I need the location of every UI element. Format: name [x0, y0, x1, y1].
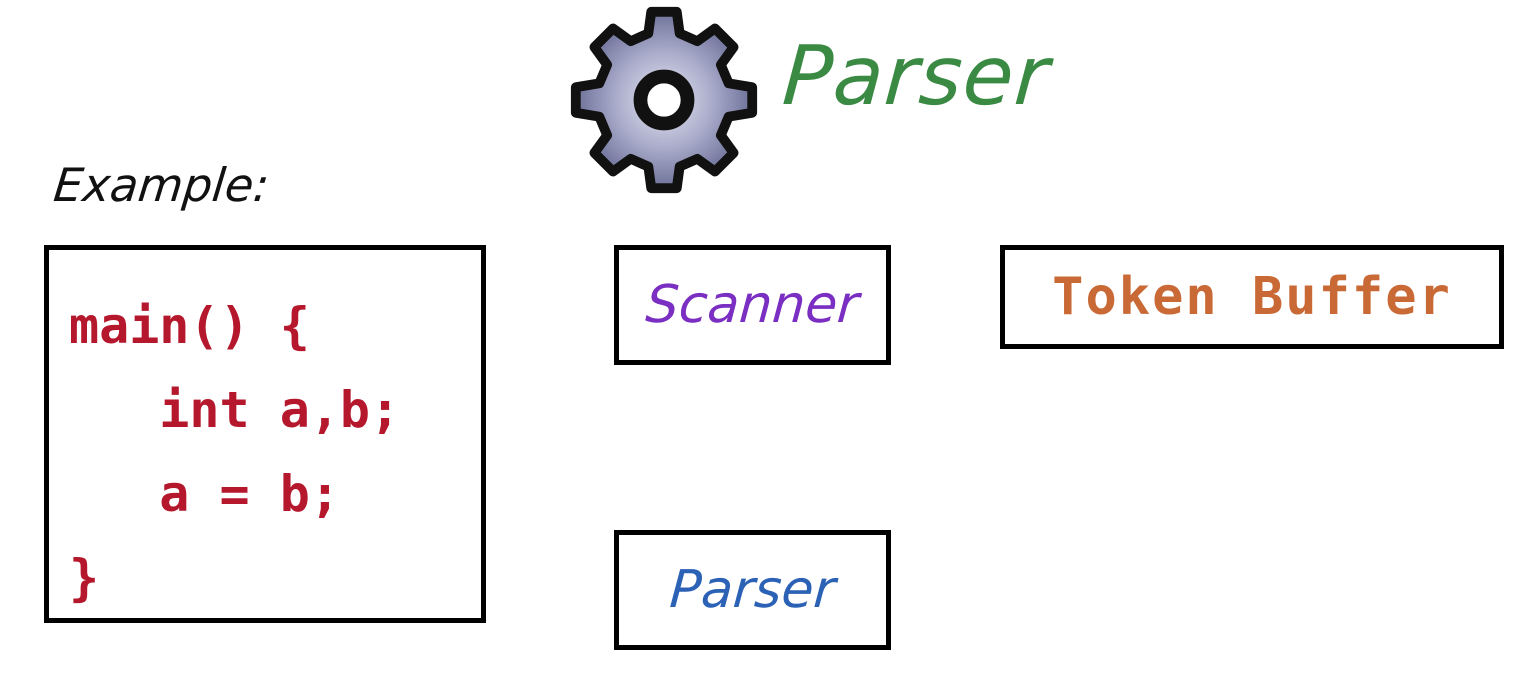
token-buffer-label: Token Buffer	[1052, 267, 1452, 327]
gear-icon	[570, 6, 758, 194]
scanner-label: Scanner	[644, 275, 861, 335]
token-buffer-box: Token Buffer	[1000, 245, 1504, 349]
parser-label: Parser	[667, 560, 838, 620]
page-title: Parser	[779, 29, 1053, 124]
code-snippet: main() { int a,b; a = b; }	[69, 297, 401, 607]
parser-box: Parser	[614, 530, 891, 650]
example-label: Example:	[51, 158, 272, 212]
scanner-box: Scanner	[614, 245, 891, 365]
code-example-box: main() { int a,b; a = b; }	[44, 245, 486, 623]
